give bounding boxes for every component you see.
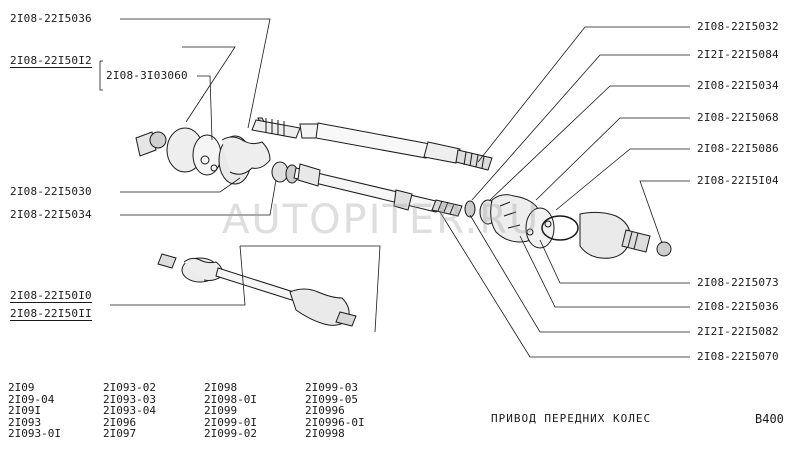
label-r8: 2I08-22I5036 xyxy=(697,300,779,313)
model-code: 2I099-0I xyxy=(204,415,257,429)
model-code: 2I099 xyxy=(204,404,238,417)
main-shaft xyxy=(293,163,476,218)
model-code: 2I093-03 xyxy=(103,392,156,406)
model-code: 2I09 xyxy=(8,381,35,394)
model-code: 2I09I xyxy=(8,404,42,417)
label-l6: 2I08-22I50I0 xyxy=(10,289,92,303)
label-r6: 2I08-22I5I04 xyxy=(697,174,779,187)
model-code: 2I093-0I xyxy=(8,427,61,440)
model-code: 2I098 xyxy=(204,381,238,394)
model-code: 2I093-02 xyxy=(103,381,156,394)
left-cv-joint xyxy=(135,127,299,185)
model-code: 2I097 xyxy=(103,427,137,440)
model-code: 2I093-04 xyxy=(103,404,156,417)
model-code: 2I093 xyxy=(8,415,42,429)
leader-lines xyxy=(99,18,690,358)
label-l1: 2I08-22I5036 xyxy=(10,12,92,25)
diagram-code: B400 xyxy=(755,412,784,426)
model-column-3: 2I098 2I098-0I 2I099 2I099-0I 2I099-02 xyxy=(204,382,257,440)
lower-shaft xyxy=(157,253,357,327)
label-r3: 2I08-22I5034 xyxy=(697,79,779,92)
label-r4: 2I08-22I5068 xyxy=(697,111,779,124)
label-r1: 2I08-22I5032 xyxy=(697,20,779,33)
model-code: 2I0996 xyxy=(305,404,345,417)
model-code: 2I099-02 xyxy=(204,427,257,440)
model-code: 2I0996-0I xyxy=(305,415,365,429)
label-r7: 2I08-22I5073 xyxy=(697,276,779,289)
model-column-1: 2I09 2I09-04 2I09I 2I093 2I093-0I xyxy=(8,382,61,440)
label-l5: 2I08-22I5034 xyxy=(10,208,92,221)
watermark: AUTOPITER.RU xyxy=(222,197,541,243)
label-r10: 2I08-22I5070 xyxy=(697,350,779,363)
model-code: 2I096 xyxy=(103,415,137,429)
label-r2: 2I2I-22I5084 xyxy=(697,48,779,61)
upper-shaft xyxy=(251,117,493,171)
model-code: 2I099-05 xyxy=(305,392,358,406)
model-code: 2I0998 xyxy=(305,427,345,440)
label-l3: 2I08-3I03060 xyxy=(106,69,188,82)
label-l2: 2I08-22I50I2 xyxy=(10,54,92,68)
label-l4: 2I08-22I5030 xyxy=(10,185,92,198)
label-l7: 2I08-22I50II xyxy=(10,307,92,321)
right-cv-joint xyxy=(479,194,672,259)
model-column-4: 2I099-03 2I099-05 2I0996 2I0996-0I 2I099… xyxy=(305,382,365,440)
label-r9: 2I2I-22I5082 xyxy=(697,325,779,338)
label-r5: 2I08-22I5086 xyxy=(697,142,779,155)
model-code: 2I098-0I xyxy=(204,392,257,406)
model-column-2: 2I093-02 2I093-03 2I093-04 2I096 2I097 xyxy=(103,382,156,440)
model-code: 2I09-04 xyxy=(8,392,55,406)
model-code: 2I099-03 xyxy=(305,381,358,394)
diagram-title: ПРИВОД ПЕРЕДНИХ КОЛЕС xyxy=(491,412,652,425)
